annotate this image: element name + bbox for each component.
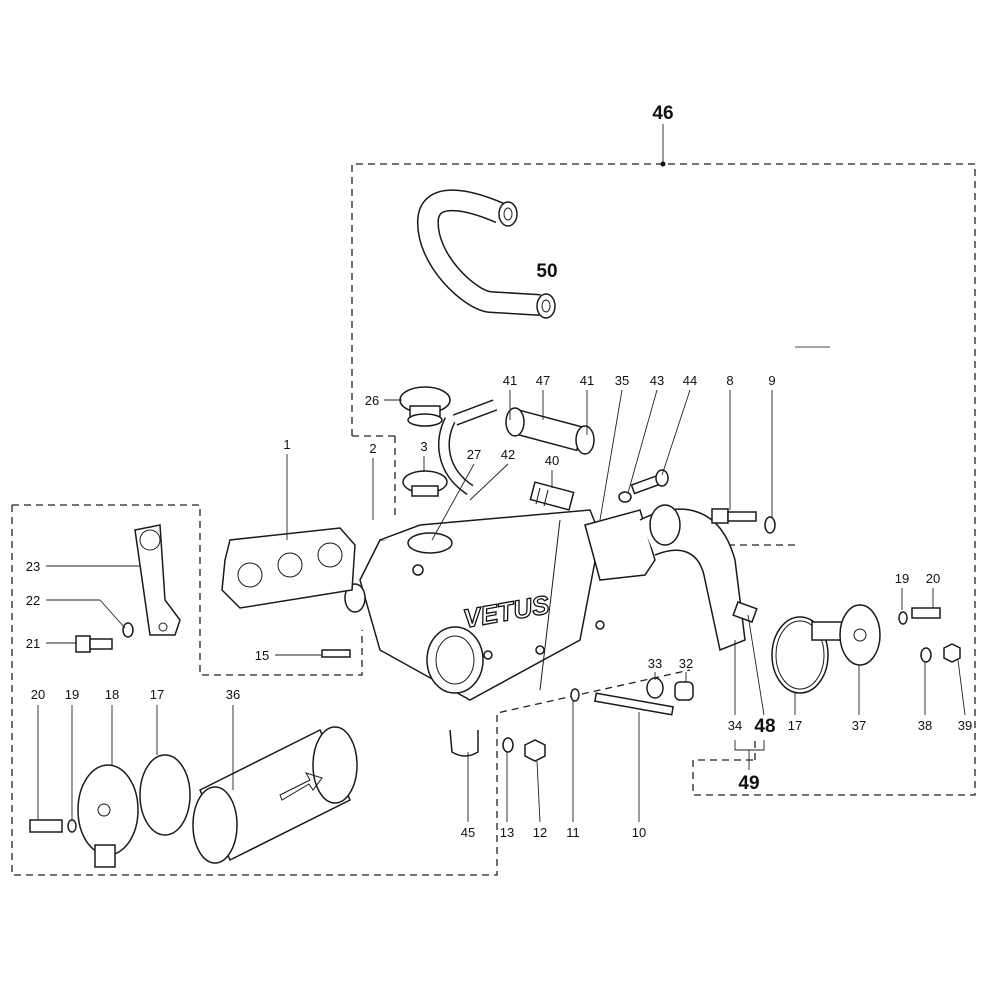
bolt-8 [711, 508, 757, 524]
callout-10: 10 [632, 825, 646, 840]
plug-32 [674, 681, 694, 701]
callout-12: 12 [533, 825, 547, 840]
exhaust-manifold-housing: VETUS [344, 509, 605, 757]
callout-19: 19 [65, 687, 79, 702]
callout-15: 15 [255, 648, 269, 663]
sender-40 [529, 481, 575, 511]
callout-11: 11 [566, 825, 580, 840]
callout-2: 2 [369, 441, 376, 456]
callout-19: 19 [895, 571, 909, 586]
bolt-20-right [911, 607, 941, 619]
filter-cover-18 [77, 764, 139, 868]
cover-37 [811, 604, 881, 666]
callout-40: 40 [545, 453, 559, 468]
callout-32: 32 [679, 656, 693, 671]
bracket-23 [134, 524, 181, 636]
callout-20: 20 [926, 571, 940, 586]
callout-22: 22 [26, 593, 40, 608]
callout-13: 13 [500, 825, 514, 840]
callout-23: 23 [26, 559, 40, 574]
callout-49: 49 [738, 773, 759, 794]
washer-38 [920, 647, 932, 663]
callout-46: 46 [652, 103, 673, 124]
callout-17: 17 [788, 718, 802, 733]
callout-41: 41 [503, 373, 517, 388]
bolt-44 [630, 469, 669, 495]
callout-38: 38 [918, 718, 932, 733]
washer-19-left [67, 819, 77, 833]
callout-37: 37 [852, 718, 866, 733]
callout-45: 45 [461, 825, 475, 840]
callout-33: 33 [648, 656, 662, 671]
oring-17-left [139, 754, 191, 836]
callout-42: 42 [501, 447, 515, 462]
callout-18: 18 [105, 687, 119, 702]
hose-clamp-assembly [505, 407, 595, 455]
callout-21: 21 [26, 636, 40, 651]
callout-41: 41 [580, 373, 594, 388]
nut-12 [524, 739, 546, 762]
callout-44: 44 [683, 373, 697, 388]
callout-48: 48 [754, 716, 775, 737]
washer-13 [502, 737, 514, 753]
elbow-outlet [584, 504, 746, 652]
bolt-21 [75, 635, 113, 653]
callout-17: 17 [150, 687, 164, 702]
leader-lines [37, 389, 966, 823]
group-46-inner-boundary [352, 435, 800, 760]
washer-11 [570, 688, 580, 702]
callout-34: 34 [728, 718, 742, 733]
filler-cap-26 [399, 386, 451, 427]
callout-39: 39 [958, 718, 972, 733]
washer-22 [122, 622, 134, 638]
callout-9: 9 [768, 373, 775, 388]
callout-8: 8 [726, 373, 733, 388]
cap-3 [402, 470, 448, 497]
washer-19-right [898, 611, 908, 625]
washer-33 [646, 677, 664, 699]
stud-15 [321, 649, 351, 658]
bolt-10 [594, 692, 674, 716]
nut-39 [943, 643, 961, 663]
oil-filter-36 [192, 726, 358, 864]
plug-48 [732, 601, 758, 623]
leader-dot [660, 161, 666, 167]
gasket-1 [221, 527, 356, 609]
group-46-boundary [351, 163, 976, 796]
callout-35: 35 [615, 373, 629, 388]
lower-left-group-boundary [11, 504, 691, 876]
callout-50: 50 [536, 261, 557, 282]
callout-43: 43 [650, 373, 664, 388]
callout-27: 27 [467, 447, 481, 462]
washer-9 [764, 516, 776, 534]
callout-labels: 46 50 48 49 26 41 47 41 35 43 44 8 9 2 3… [26, 103, 972, 840]
callout-1: 1 [283, 437, 290, 452]
callout-47: 47 [536, 373, 550, 388]
callout-26: 26 [365, 393, 379, 408]
callout-36: 36 [226, 687, 240, 702]
callout-3: 3 [420, 439, 427, 454]
washer-43 [618, 491, 632, 503]
hose-50 [417, 189, 556, 319]
callout-20: 20 [31, 687, 45, 702]
bolt-20-left [29, 819, 63, 833]
